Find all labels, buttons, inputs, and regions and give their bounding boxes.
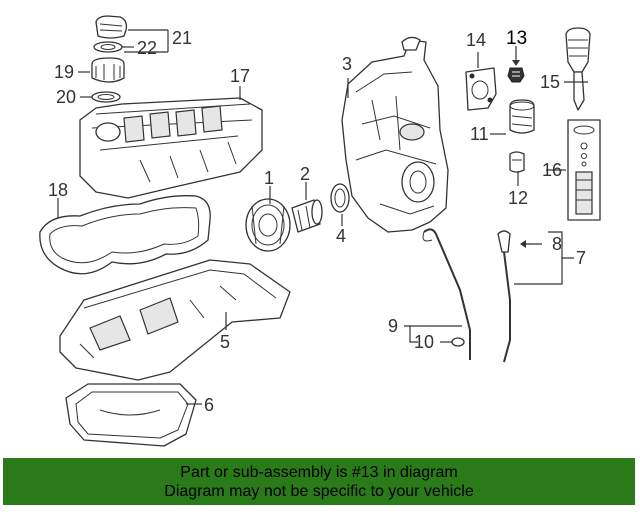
leader-21	[124, 29, 169, 53]
callout-3: 3	[342, 54, 352, 74]
callout-10: 10	[414, 332, 434, 352]
dipstick	[497, 230, 511, 363]
callout-17: 17	[230, 66, 250, 86]
part-notice-banner: Part or sub-assembly is #13 in diagram D…	[3, 458, 635, 505]
oil-filter-kit	[567, 119, 601, 221]
callout-22: 22	[137, 38, 157, 58]
callout-16: 16	[542, 160, 562, 180]
callout-2: 2	[300, 164, 310, 184]
front-crank-seal	[330, 183, 350, 213]
callout-5: 5	[220, 332, 230, 352]
part-13-plug	[507, 67, 525, 83]
callout-12: 12	[508, 188, 528, 208]
banner-line-2: Diagram may not be specific to your vehi…	[164, 482, 474, 500]
leader-9	[404, 325, 462, 343]
exploded-parts-diagram: 21 22 19 20 17 18 1 2 3 4 5 6 7 8 9 10 1…	[39, 15, 601, 447]
leader-7	[514, 231, 574, 285]
valve-cover-gasket	[39, 195, 211, 275]
callout-8: 8	[552, 234, 562, 254]
leader-8-arrowhead	[520, 240, 526, 248]
dipstick-tube	[422, 228, 471, 360]
banner-line-1: Part or sub-assembly is #13 in diagram	[180, 463, 458, 481]
callout-19: 19	[54, 62, 74, 82]
valve-cover	[79, 97, 263, 199]
callout-11: 11	[470, 124, 489, 144]
callout-18: 18	[48, 180, 68, 200]
callout-1: 1	[264, 168, 274, 188]
oil-filler-cap-assembly	[91, 15, 128, 103]
oil-pan-lower	[65, 383, 197, 447]
callout-14: 14	[466, 30, 486, 50]
callout-21: 21	[172, 28, 192, 48]
leader-13-arrowhead	[512, 60, 520, 66]
callout-6: 6	[204, 395, 214, 415]
housing-seal	[509, 151, 525, 173]
filter-housing	[509, 99, 535, 134]
tube-seal-ring	[451, 337, 465, 347]
callout-13: 13	[506, 28, 527, 49]
callout-20: 20	[56, 87, 76, 107]
callout-4: 4	[336, 226, 346, 246]
sensor-bracket	[465, 67, 497, 111]
callout-9: 9	[388, 316, 398, 336]
crankshaft-hub	[291, 199, 323, 233]
timing-cover	[341, 36, 449, 233]
callout-7: 7	[576, 248, 586, 268]
crankshaft-pulley	[245, 198, 291, 252]
callout-15: 15	[540, 72, 560, 92]
oil-level-sensor	[565, 27, 591, 111]
oil-pan-upper	[59, 259, 291, 381]
